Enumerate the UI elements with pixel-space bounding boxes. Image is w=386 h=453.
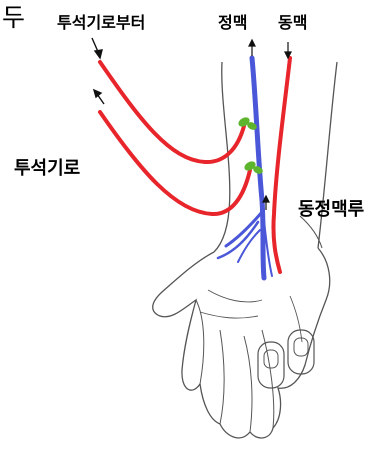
label-av-fistula: 동정맥루 <box>298 195 364 221</box>
finger-crease-3 <box>244 336 252 432</box>
fingertip-1 <box>258 342 284 388</box>
arrow-down-icon-artery <box>285 42 291 58</box>
arrow-up-icon-vein <box>249 40 255 56</box>
tube-to-machine <box>100 112 250 214</box>
label-to-dialyzer: 투석기로 <box>14 154 80 180</box>
label-from-dialyzer: 투석기로부터 <box>57 9 145 33</box>
palm-line-1 <box>208 290 262 302</box>
page-title: 두 <box>2 0 25 34</box>
label-artery: 동맥 <box>278 9 307 33</box>
hand-outline <box>153 248 330 438</box>
palm-line-2 <box>200 312 258 318</box>
finger-crease-4 <box>262 330 274 428</box>
arrow-up-left-icon <box>94 90 104 104</box>
label-vein: 정맥 <box>218 9 247 33</box>
thumb-crease <box>290 296 302 342</box>
finger-crease-2 <box>220 330 224 424</box>
arrow-down-right-icon <box>92 38 102 58</box>
artery-line <box>273 58 290 272</box>
